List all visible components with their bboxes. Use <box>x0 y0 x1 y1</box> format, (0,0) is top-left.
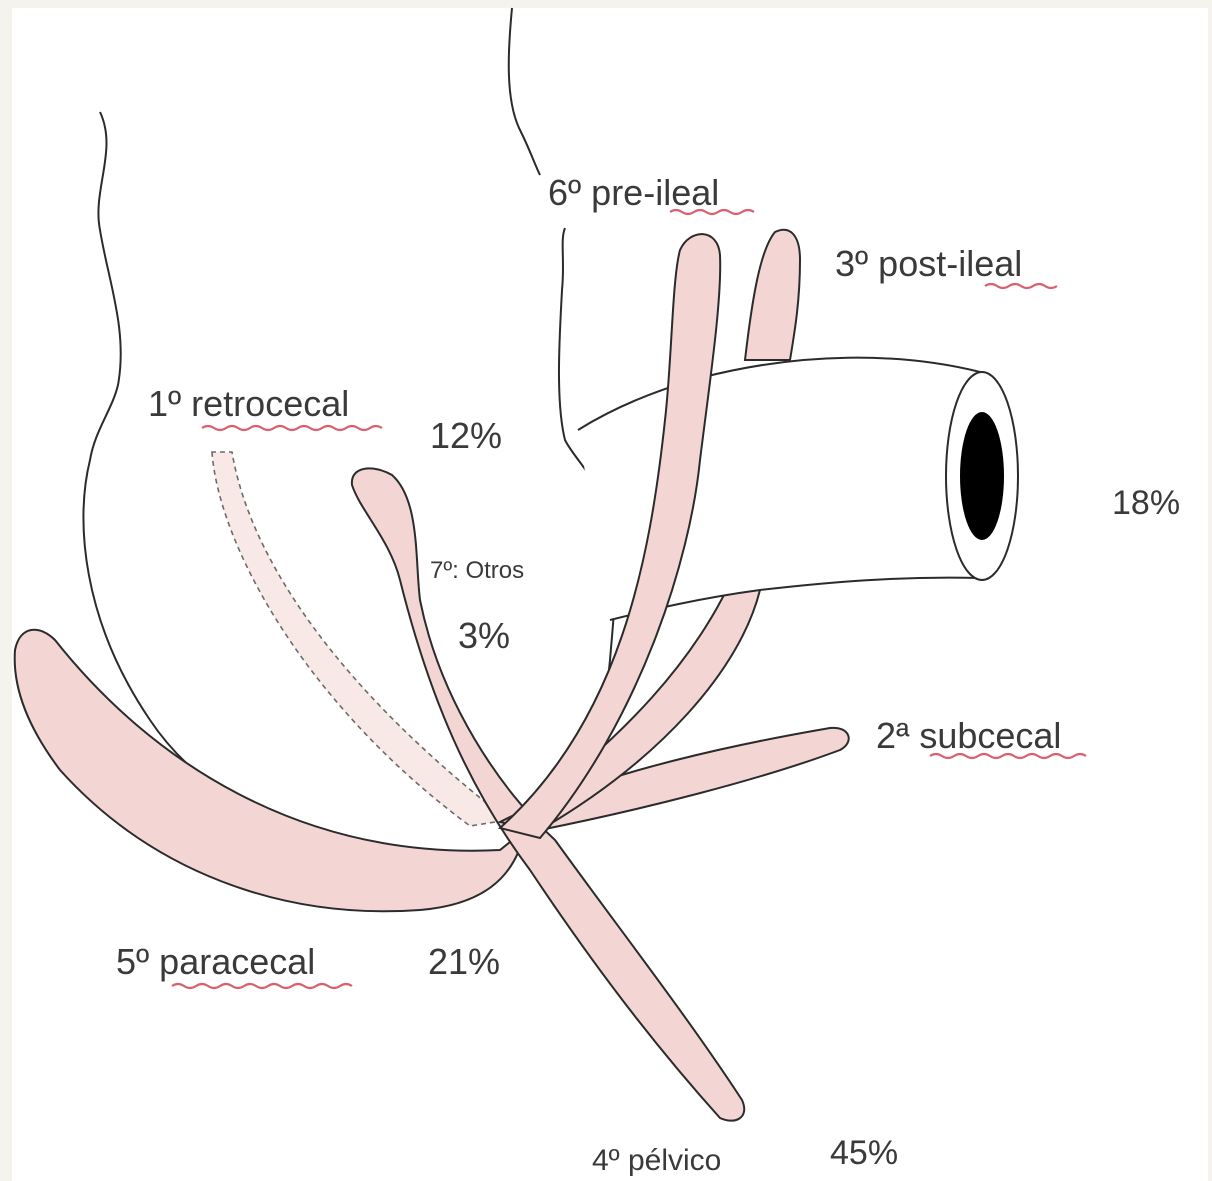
label-pelvico: 4º pélvico <box>592 1144 721 1177</box>
label-ileum-pct: 18% <box>1112 484 1180 522</box>
label-paracecal-pct: 21% <box>428 941 500 982</box>
label-pre-ileal: 6º pre-ileal <box>548 172 719 213</box>
label-subcecal: 2ª subcecal <box>876 715 1061 756</box>
post-ileal-underline <box>985 284 1057 288</box>
paracecal-appendix <box>15 630 525 911</box>
retrocecal-underline <box>202 426 382 430</box>
ascending-colon-edge <box>509 8 540 175</box>
label-retrocecal: 1º retrocecal <box>148 383 349 424</box>
label-post-ileal: 3º post-ileal <box>835 243 1022 284</box>
label-otros: 7º: Otros <box>430 557 524 584</box>
post-ileal-appendix-upper <box>745 230 800 360</box>
paracecal-underline <box>172 984 352 988</box>
ileum-lumen <box>960 412 1004 540</box>
label-paracecal: 5º paracecal <box>116 941 315 982</box>
label-retrocecal-pct: 12% <box>430 415 502 456</box>
label-pelvico-pct: 45% <box>830 1134 898 1172</box>
label-otros-pct: 3% <box>458 615 510 656</box>
